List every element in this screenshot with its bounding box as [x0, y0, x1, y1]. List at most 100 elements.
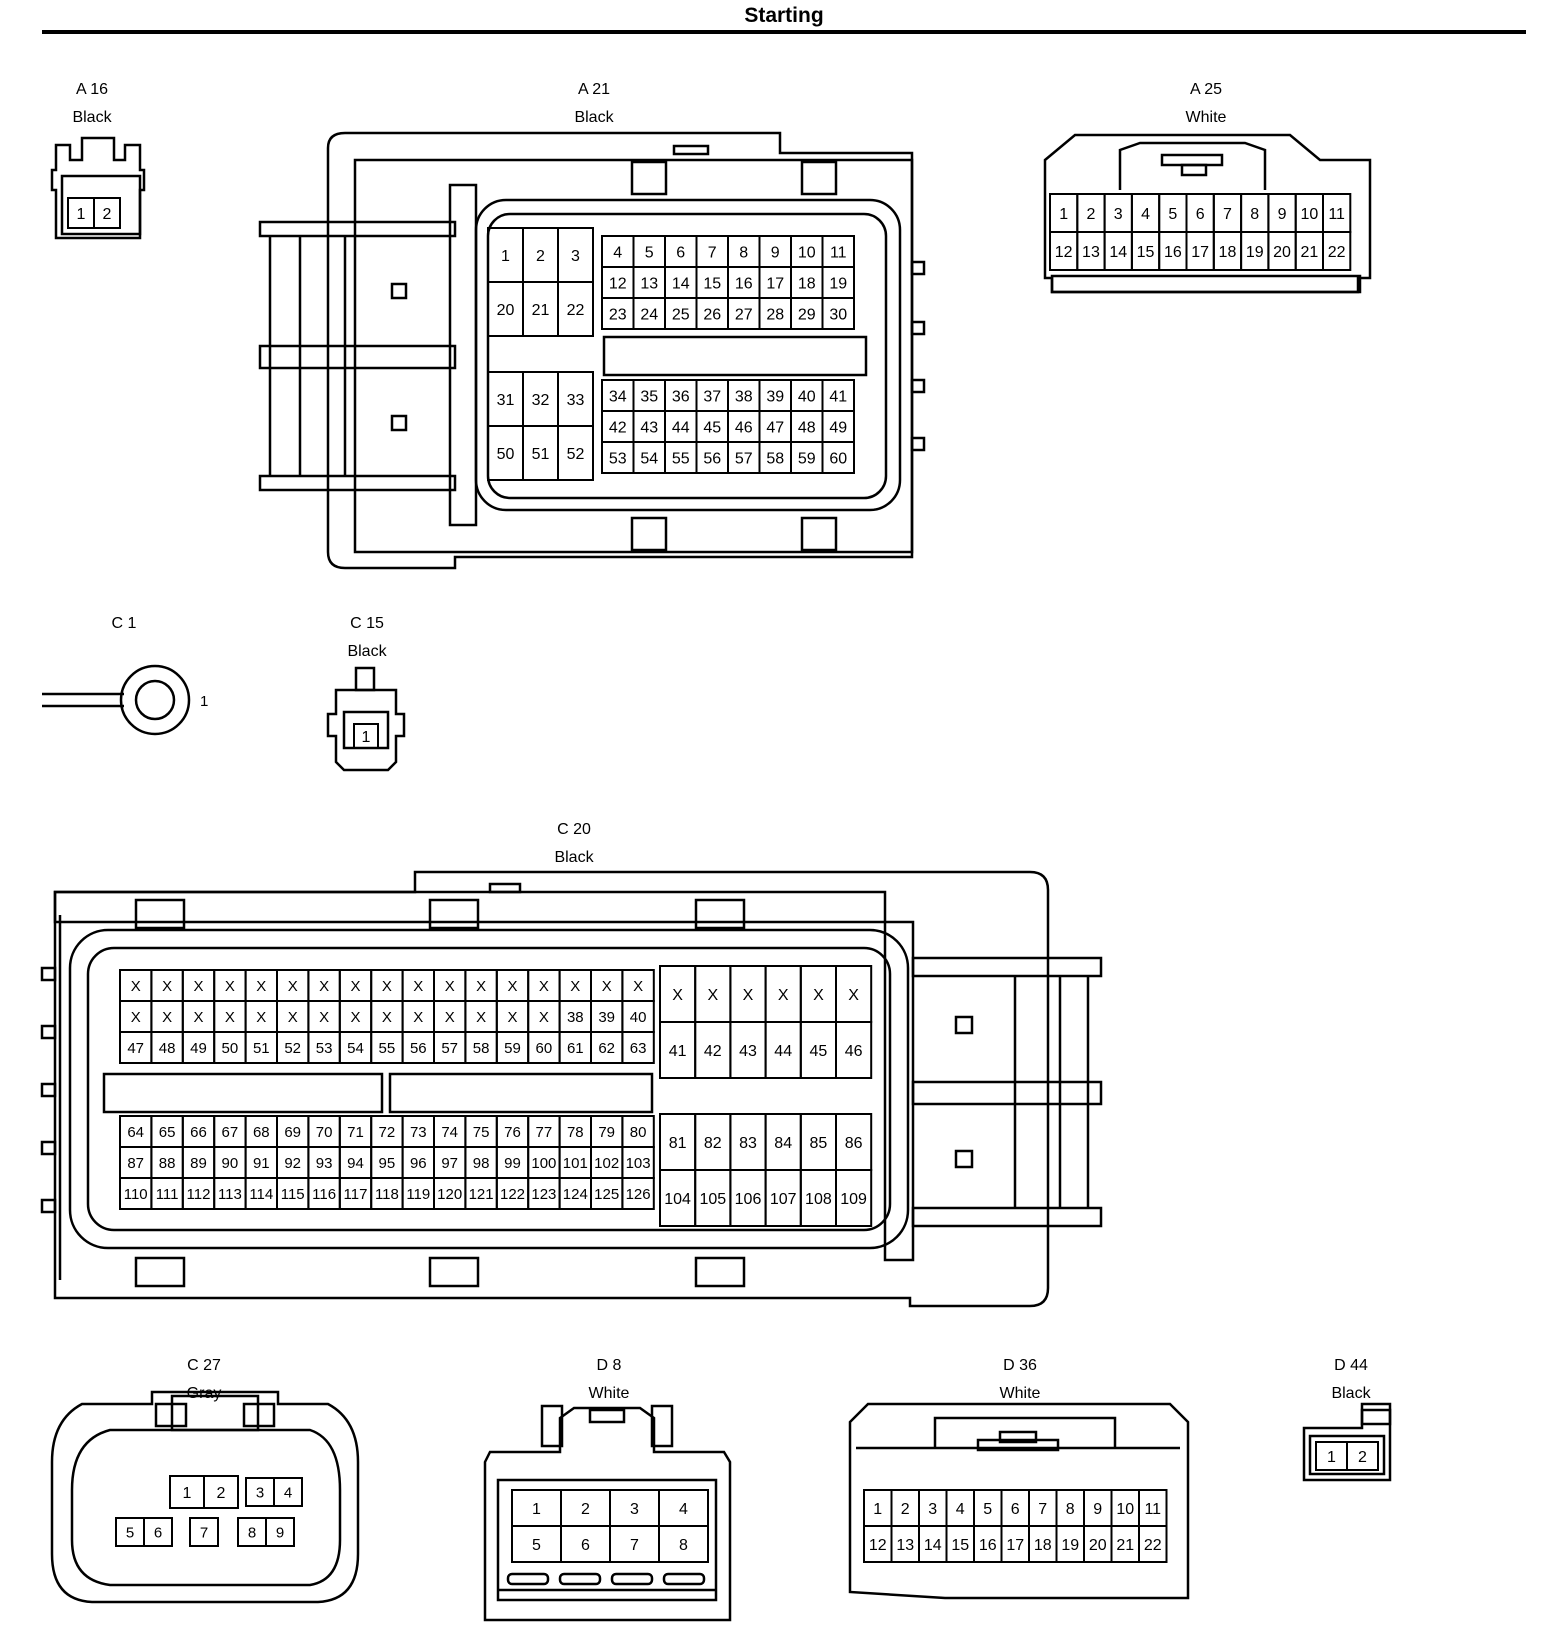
- pin-number: 56: [410, 1040, 427, 1057]
- pin-number: 92: [284, 1155, 301, 1172]
- c27-id-label: C 27: [187, 1357, 221, 1374]
- pin-number: 10: [798, 244, 816, 261]
- pin-number: X: [350, 1009, 360, 1026]
- pin-number: 8: [248, 1524, 256, 1541]
- pin-number: 50: [222, 1040, 239, 1057]
- pin-number: 50: [497, 446, 515, 463]
- pin-number: 64: [127, 1124, 144, 1141]
- pin-number: 104: [664, 1191, 691, 1208]
- pin-number: 47: [766, 419, 784, 436]
- pin-number: 106: [735, 1191, 762, 1208]
- pin-number: X: [445, 978, 455, 995]
- pin-number: 89: [190, 1155, 207, 1172]
- pin-number: 2: [536, 248, 545, 265]
- pin-number: 46: [735, 419, 753, 436]
- pin-number: 28: [766, 306, 784, 323]
- pin-number: 9: [1093, 1501, 1102, 1518]
- pin-number: 86: [845, 1135, 863, 1152]
- pin-number: 2: [901, 1501, 910, 1518]
- pin-cell: [621, 1031, 655, 1064]
- pin-number: 11: [1144, 1501, 1161, 1518]
- pin-number: 88: [159, 1155, 176, 1172]
- pin-number: 46: [845, 1043, 863, 1060]
- pin-number: 5: [126, 1524, 134, 1541]
- pin-number: 66: [190, 1124, 207, 1141]
- pin-number: 21: [532, 302, 550, 319]
- pin-number: 17: [1191, 244, 1209, 261]
- c15-color-label: Black: [347, 643, 387, 660]
- pin-number: 21: [1116, 1537, 1134, 1554]
- pin-number: 30: [829, 306, 847, 323]
- pin-number: 119: [406, 1186, 430, 1203]
- pin-number: 1: [183, 1485, 192, 1502]
- d8-id-label: D 8: [596, 1357, 622, 1374]
- pin-number: X: [602, 978, 612, 995]
- pin-number: 114: [249, 1186, 273, 1203]
- pin-number: 34: [609, 388, 627, 405]
- pin-number: 38: [735, 388, 753, 405]
- d36-color-label: White: [999, 1385, 1041, 1402]
- pin-number: 45: [703, 419, 721, 436]
- pin-number: 8: [679, 1537, 688, 1554]
- pin-number: 2: [1358, 1449, 1367, 1466]
- pin-number: 3: [928, 1501, 937, 1518]
- pin-number: 105: [699, 1191, 726, 1208]
- pin-cell: [353, 723, 379, 749]
- pin-number: 90: [222, 1155, 239, 1172]
- pin-number: 99: [504, 1155, 521, 1172]
- pin-cell: [658, 1525, 709, 1563]
- pin-number: 7: [200, 1524, 208, 1541]
- pin-number: X: [382, 1009, 392, 1026]
- pin-number: 116: [312, 1186, 336, 1203]
- page-title: Starting: [744, 4, 824, 27]
- pin-number: 11: [1328, 206, 1345, 223]
- pin-cell: [835, 1169, 873, 1227]
- pin-number: 75: [473, 1124, 490, 1141]
- pin-number: 95: [379, 1155, 396, 1172]
- pin-number: 33: [567, 392, 585, 409]
- pin-number: 19: [829, 275, 847, 292]
- pin-number: 8: [739, 244, 748, 261]
- pin-number: 4: [613, 244, 622, 261]
- pin-number: 55: [379, 1040, 396, 1057]
- pin-number: 4: [284, 1484, 292, 1501]
- pin-cell: [835, 1021, 873, 1079]
- pin-number: 16: [1164, 244, 1182, 261]
- pin-number: 76: [504, 1124, 521, 1141]
- pin-number: 9: [276, 1524, 284, 1541]
- pin-number: X: [162, 978, 172, 995]
- pin-number: X: [672, 987, 683, 1004]
- a25-color-label: White: [1185, 109, 1227, 126]
- pin-number: 125: [594, 1186, 619, 1203]
- pin-number: 100: [531, 1155, 556, 1172]
- pin-number: 5: [645, 244, 654, 261]
- pin-number: X: [848, 987, 859, 1004]
- pin-number: 13: [1082, 244, 1100, 261]
- c15-id-label: C 15: [350, 615, 384, 632]
- pin-number: 93: [316, 1155, 333, 1172]
- pin-number: 12: [869, 1537, 887, 1554]
- pin-number: X: [350, 978, 360, 995]
- pin-number: 97: [441, 1155, 458, 1172]
- pin-number: 9: [1278, 206, 1287, 223]
- pin-number: 3: [1114, 206, 1123, 223]
- pin-number: 20: [1273, 244, 1291, 261]
- pin-cell: [557, 281, 594, 337]
- pin-number: 12: [1055, 244, 1073, 261]
- pin-cell: [143, 1517, 173, 1547]
- pin-number: 1: [1327, 1449, 1336, 1466]
- pin-number: 15: [703, 275, 721, 292]
- pin-number: 60: [829, 450, 847, 467]
- pin-number: 18: [1034, 1537, 1052, 1554]
- pin-number: 25: [672, 306, 690, 323]
- pin-number: 77: [536, 1124, 553, 1141]
- pin-number: X: [382, 978, 392, 995]
- pin-number: 57: [735, 450, 753, 467]
- a16-color-label: Black: [72, 109, 112, 126]
- pin-number: 14: [672, 275, 690, 292]
- pin-number: 60: [536, 1040, 553, 1057]
- pin-number: X: [539, 978, 549, 995]
- pin-number: 18: [1219, 244, 1237, 261]
